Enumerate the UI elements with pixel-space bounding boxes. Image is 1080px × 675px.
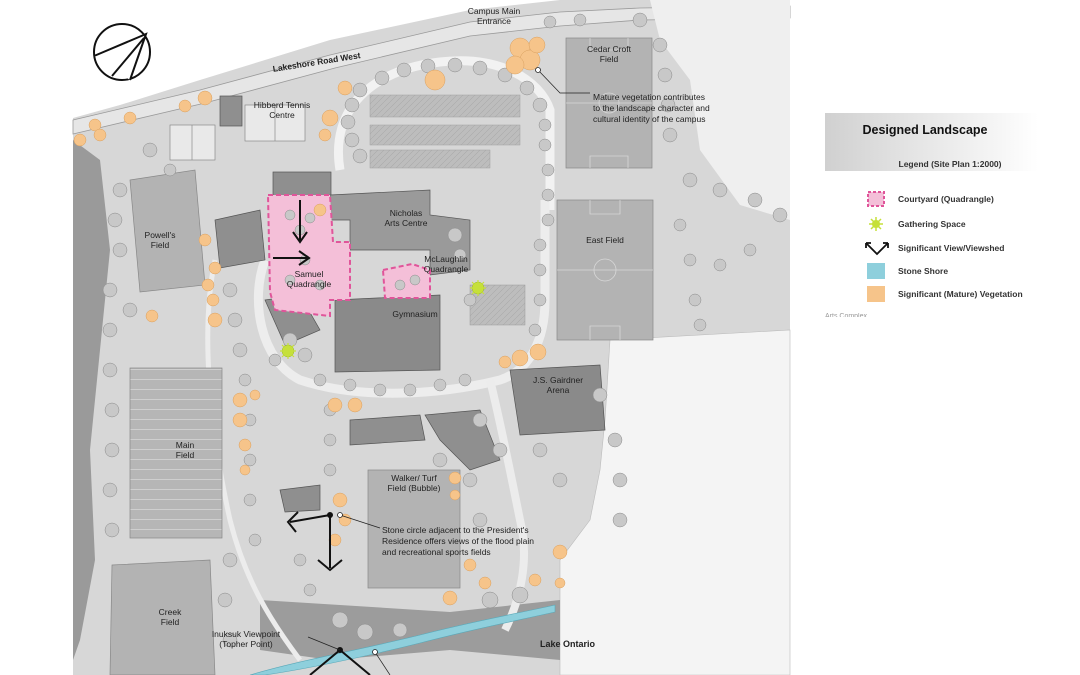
- text-line: Stone circle adjacent to the President's: [382, 525, 529, 535]
- tree-canopies: [102, 12, 788, 648]
- text-line: J.S. Gairdner: [532, 375, 584, 385]
- label-gymnasium: Gymnasium: [392, 309, 438, 319]
- mature-vegetation: [73, 36, 568, 606]
- legend-title-band: [825, 113, 1038, 171]
- text-line: Creek: [158, 607, 182, 617]
- text-line: Quadrangle: [286, 279, 332, 289]
- text-line: Centre: [269, 110, 295, 120]
- text-line: to the landscape character and: [593, 103, 710, 113]
- text-line: (Topher Point): [219, 639, 273, 649]
- text-line: Arts Centre: [384, 218, 428, 228]
- text-line: Entrance: [476, 16, 512, 26]
- vegetation-swatch: [867, 286, 885, 302]
- gathering-star-icon: [869, 217, 883, 231]
- text-line: cultural identity of the campus: [593, 114, 706, 124]
- text-line: McLaughlin: [424, 254, 468, 264]
- text-line: Field: [160, 617, 180, 627]
- text-line: Nicholas: [389, 208, 423, 218]
- legend-label: Significant View/Viewshed: [898, 243, 1005, 253]
- text-line: Campus Main: [467, 6, 521, 16]
- text-line: Field: [175, 450, 195, 460]
- text-line: Walker/ Turf: [391, 473, 437, 483]
- courtyard-quadrangle: [266, 194, 431, 318]
- text-line: Field: [599, 54, 619, 64]
- legend-label: Stone Shore: [898, 266, 949, 276]
- text-line: Inuksuk Viewpoint: [211, 629, 281, 639]
- text-line: Arena: [546, 385, 570, 395]
- legend-label: Gathering Space: [898, 219, 966, 229]
- label-east-field: East Field: [586, 235, 624, 245]
- text-line: Samuel: [294, 269, 324, 279]
- north-arrow-icon: [93, 23, 151, 81]
- text-line: Hibberd Tennis: [253, 100, 311, 110]
- text-line: Main: [175, 440, 195, 450]
- viewshed-arrow: [273, 200, 371, 675]
- label-lake-ontario: Lake Ontario: [540, 639, 596, 649]
- note-stone-circle: Stone circle adjacent to the President's…: [382, 525, 534, 558]
- legend-title: Designed Landscape: [862, 123, 988, 137]
- text-line: Cedar Croft: [587, 44, 631, 54]
- legend-label: Courtyard (Quadrangle): [898, 194, 994, 204]
- parking-lot: [369, 94, 521, 169]
- tennis-courts: [169, 104, 306, 161]
- text-line: Mature vegetation contributes: [593, 92, 705, 102]
- legend-label: Significant (Mature) Vegetation: [898, 289, 1023, 299]
- text-line: Field (Bubble): [387, 483, 441, 493]
- text-line: and recreational sports fields: [382, 547, 491, 557]
- text-line: Quadrangle: [423, 264, 469, 274]
- legend-cut-text: Arts Complex: [825, 313, 868, 320]
- legend-subtitle: Legend (Site Plan 1:2000): [898, 159, 1002, 169]
- text-line: Field: [150, 240, 170, 250]
- viewshed-arrow-icon: [865, 242, 889, 256]
- courtyard-swatch: [867, 191, 885, 207]
- text-line: Powell's: [144, 230, 176, 240]
- label-inuksuk-viewpoint: Inuksuk Viewpoint(Topher Point): [196, 629, 296, 649]
- stone-shore-swatch: [867, 263, 885, 279]
- text-line: Residence offers views of the flood plai…: [382, 536, 534, 546]
